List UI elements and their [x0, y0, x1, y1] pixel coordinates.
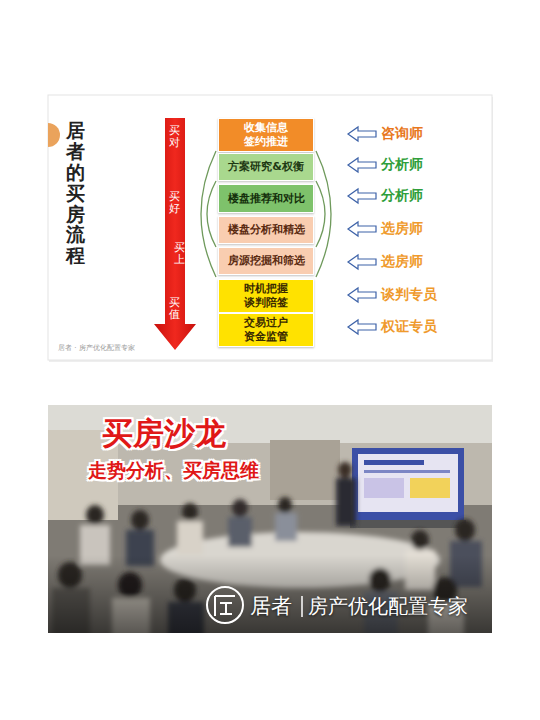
- footer-text: 居者 · 房产优化配置专家: [58, 343, 135, 353]
- brand-name: 居者: [250, 592, 292, 620]
- salon-title: 买房沙龙: [102, 413, 226, 455]
- slide-title: 居者的买房流程: [66, 120, 85, 266]
- process-box: 时机把握 谈判陪签: [218, 279, 314, 313]
- arrow-label: 买好: [169, 191, 180, 215]
- bracket-arc: [207, 181, 216, 247]
- role-label: 谈判专员: [381, 286, 437, 304]
- arrow-label: 买值: [169, 297, 180, 321]
- role-label: 权证专员: [381, 318, 437, 336]
- process-box: 楼盘分析和精选: [218, 216, 314, 244]
- salon-photo: [48, 405, 492, 633]
- box-text: 交易过户 资金监管: [219, 316, 313, 344]
- process-box: 方案研究&权衡: [218, 153, 314, 181]
- bracket-arc: [316, 181, 325, 247]
- box-text: 方案研究&权衡: [225, 160, 307, 174]
- box-text: 楼盘分析和精选: [225, 223, 308, 237]
- role-label: 咨询师: [381, 125, 423, 143]
- red-arrow: [154, 118, 196, 350]
- bracket-arc: [316, 151, 331, 277]
- role-label: 分析师: [381, 187, 423, 205]
- box-text: 房源挖掘和筛选: [225, 254, 308, 268]
- box-text: 收集信息 签约推进: [219, 121, 313, 149]
- process-box: 房源挖掘和筛选: [218, 247, 314, 275]
- process-box: 楼盘推荐和对比: [218, 184, 314, 213]
- box-text: 时机把握 谈判陪签: [219, 282, 313, 310]
- process-box: 收集信息 签约推进: [218, 118, 314, 152]
- role-label: 选房师: [381, 220, 423, 238]
- box-text: 楼盘推荐和对比: [225, 192, 308, 206]
- salon-subtitle: 走势分析、买房思维: [88, 458, 259, 484]
- role-label: 选房师: [381, 253, 423, 271]
- brand-slogan: 房产优化配置专家: [308, 593, 468, 620]
- arrow-label: 买对: [169, 125, 180, 149]
- role-label: 分析师: [381, 156, 423, 174]
- slide-card: [48, 95, 492, 360]
- process-box: 交易过户 资金监管: [218, 313, 314, 347]
- hollow-arrows: [348, 127, 376, 334]
- orange-semicircle: [48, 123, 60, 147]
- arrow-label: 买上: [174, 242, 185, 266]
- bracket-arc: [201, 151, 216, 277]
